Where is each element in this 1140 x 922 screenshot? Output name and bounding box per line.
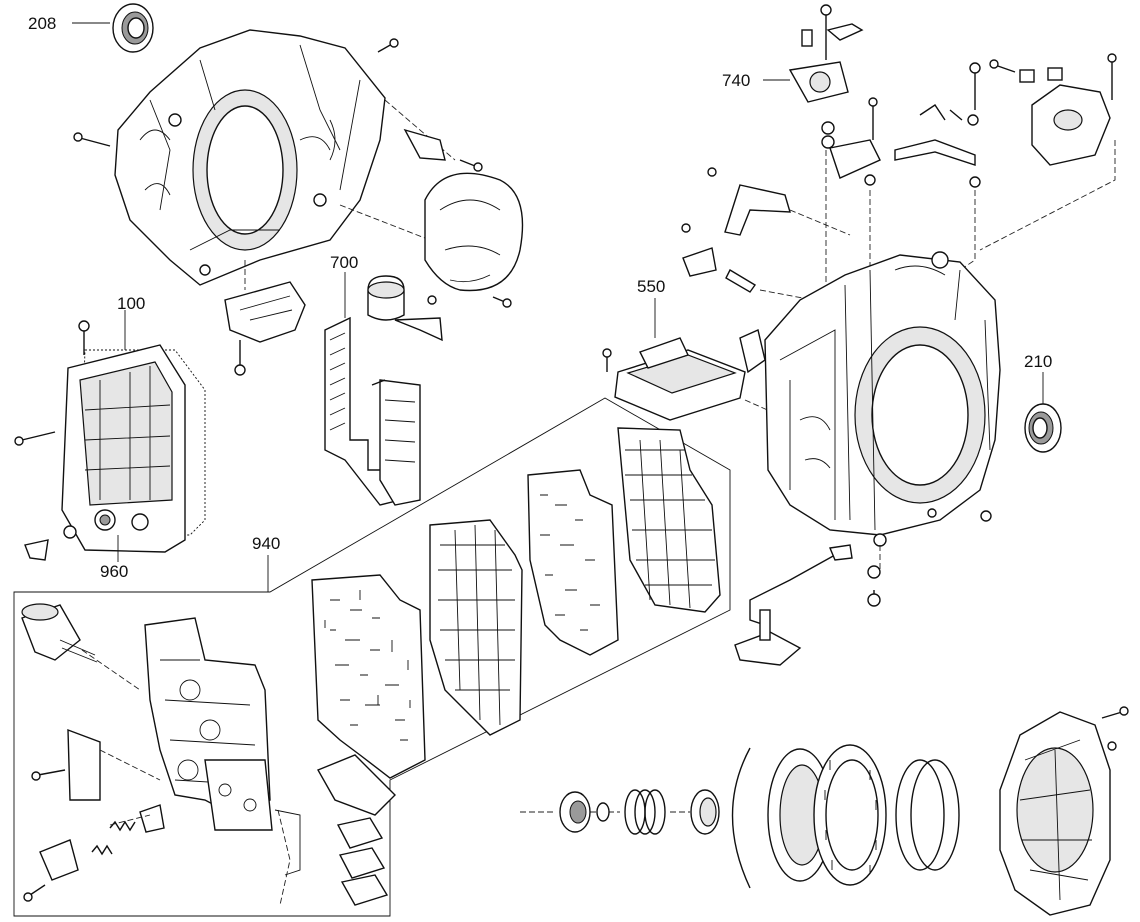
deflector-cover-icon <box>403 128 524 292</box>
bracket-icon <box>739 329 766 374</box>
speed-sensor-icon <box>734 544 853 666</box>
part-label-960: 960 <box>100 562 129 581</box>
solenoid-icon <box>21 603 396 906</box>
separator-plate-icon <box>527 469 619 656</box>
valve-spring-icon <box>91 804 165 856</box>
separator-plate-icon <box>311 574 426 779</box>
oil-filter-550-icon <box>602 337 746 421</box>
detent-bracket-icon <box>23 728 101 902</box>
clip-icon <box>274 809 301 876</box>
valve-body-solenoid-icon <box>144 617 273 831</box>
bolt-icon <box>14 320 90 561</box>
part-label-940: 940 <box>252 534 281 553</box>
side-cover-100-icon <box>61 344 206 553</box>
part-label-700: 700 <box>330 253 359 272</box>
linkage-bracket-icon <box>829 62 981 188</box>
seal-ring-208-icon <box>112 3 154 53</box>
part-label-550: 550 <box>637 277 666 296</box>
valve-body-upper-icon <box>429 519 523 736</box>
clutch-drum-icon <box>731 744 887 889</box>
gear-icon <box>559 791 610 833</box>
transaxle-case-icon <box>764 251 1001 547</box>
rear-cover-icon <box>999 706 1129 916</box>
part-label-210: 210 <box>1024 352 1053 371</box>
mount-bracket-icon <box>224 281 306 376</box>
front-housing-icon <box>114 29 386 286</box>
bolt-icon <box>73 38 512 308</box>
harness-module-700-icon <box>324 275 443 506</box>
bolt-icon <box>867 508 992 607</box>
part-label-740: 740 <box>722 71 751 90</box>
part-label-100: 100 <box>117 294 146 313</box>
bushing-icon <box>690 789 720 835</box>
engine-mount-icon <box>989 53 1117 166</box>
snap-ring-icon <box>624 789 666 835</box>
seal-ring-210-icon <box>1024 403 1062 453</box>
valve-body-lower-icon <box>617 427 721 613</box>
shift-lever-icon <box>681 167 791 293</box>
part-label-208: 208 <box>28 14 57 33</box>
valve-body-group-940-outline <box>13 397 731 917</box>
sensor-740-icon <box>788 4 864 149</box>
clutch-plate-icon <box>895 759 960 871</box>
